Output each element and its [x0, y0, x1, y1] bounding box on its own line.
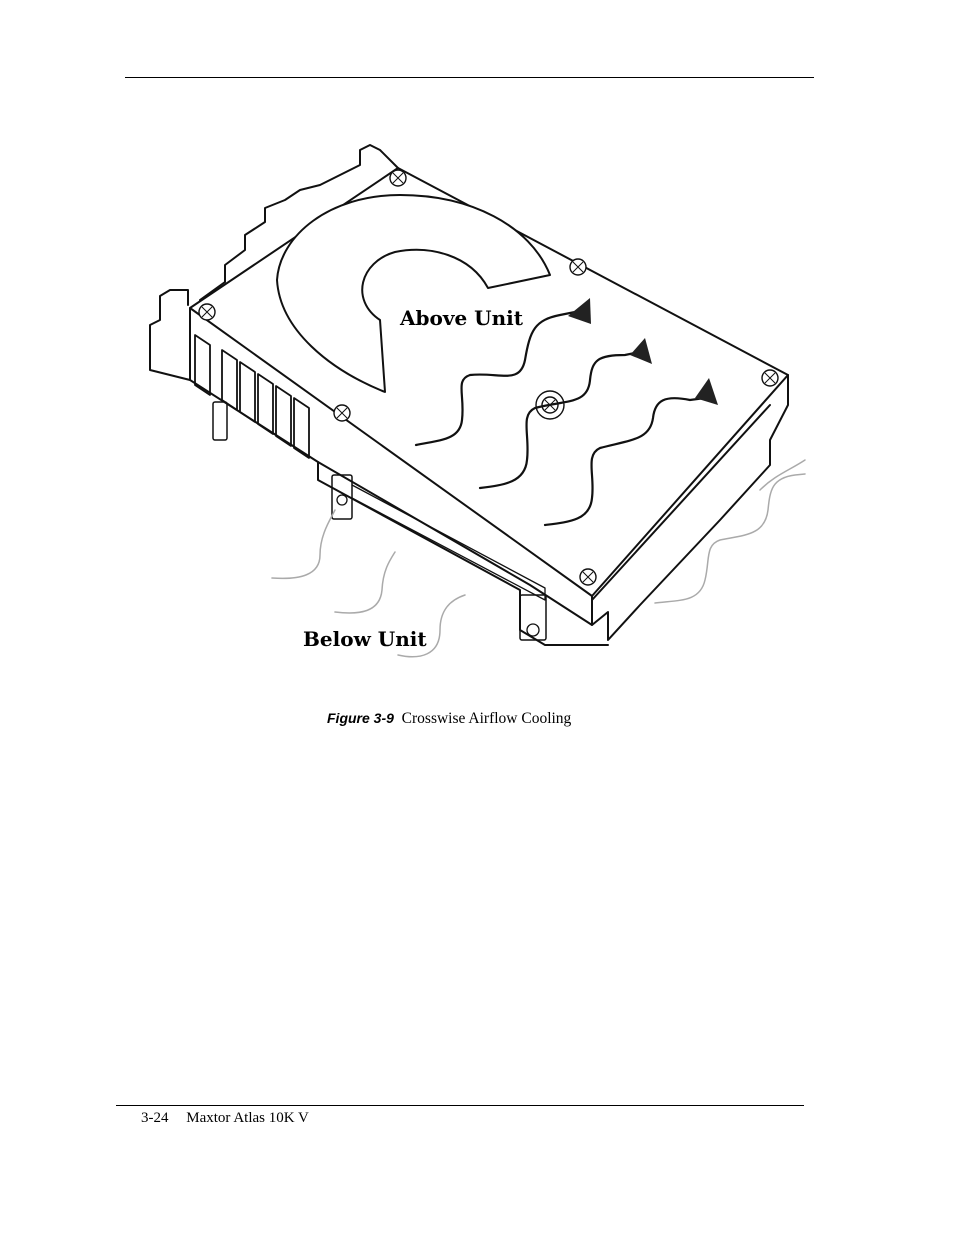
airflow-below: [271, 459, 806, 658]
figure-caption-text: Crosswise Airflow Cooling: [401, 710, 572, 727]
above-unit-label: Above Unit: [400, 306, 523, 330]
cooling-fins: [194, 334, 310, 459]
drive-airflow-illustration: [149, 144, 806, 658]
airflow-above: [414, 310, 707, 527]
footer-rule: [116, 1105, 804, 1106]
platter-cover: [276, 194, 551, 393]
document-title: Maxtor Atlas 10K V: [186, 1110, 309, 1126]
page-footer: 3-24 Maxtor Atlas 10K V: [141, 1110, 309, 1127]
figure-number: Figure 3-9: [327, 710, 394, 726]
page-number: 3-24: [141, 1110, 169, 1126]
below-unit-label: Below Unit: [303, 627, 427, 651]
figure-caption: Figure 3-9 Crosswise Airflow Cooling: [327, 710, 571, 728]
header-rule: [125, 77, 814, 78]
rear-tabs: [149, 289, 191, 381]
drive-right-wall: [591, 374, 789, 641]
airflow-arrowheads: [568, 298, 718, 405]
